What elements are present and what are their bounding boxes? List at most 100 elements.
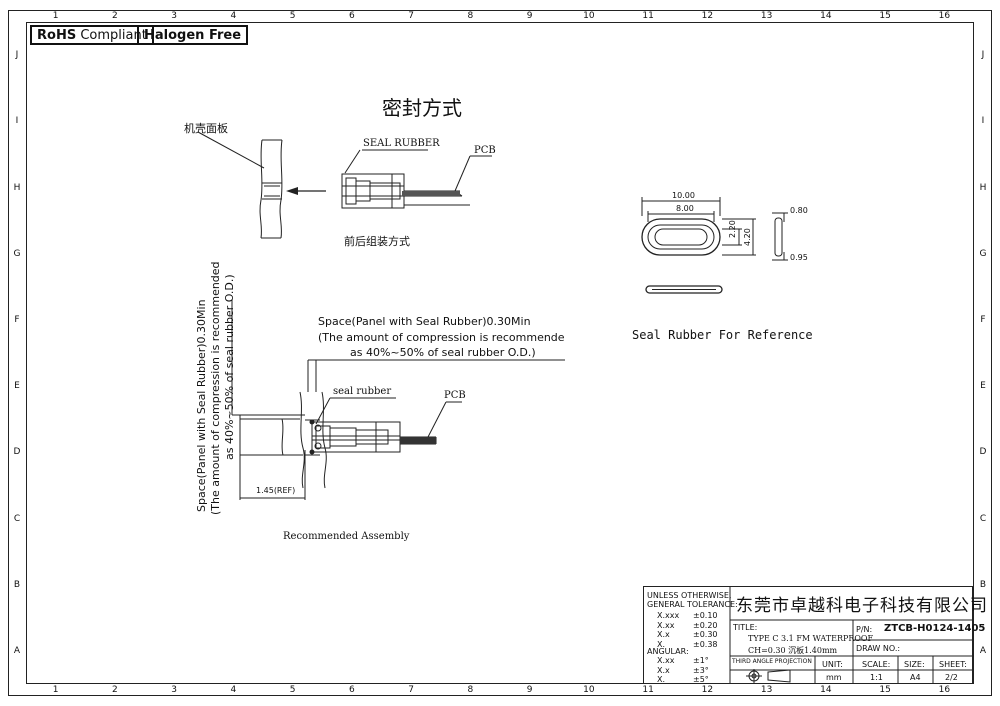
- angular-value: ±1°: [693, 656, 709, 665]
- column-number: 2: [112, 685, 118, 695]
- panel-label: 机壳面板: [184, 122, 228, 135]
- dim-inner-length: 8.00: [676, 204, 694, 213]
- drawing-frame-outer: [8, 10, 992, 696]
- column-number: 15: [879, 11, 891, 21]
- row-letter: C: [13, 513, 21, 524]
- seal-rubber-leader: [344, 149, 361, 174]
- draw-no-label: DRAW NO.:: [856, 644, 901, 653]
- column-number: 1: [52, 11, 59, 21]
- title-label: TITLE:: [733, 623, 758, 632]
- column-number: 14: [820, 685, 832, 695]
- column-number: 12: [701, 11, 714, 21]
- ref-dimension: 1.45(REF): [256, 486, 296, 495]
- row-letter: D: [13, 447, 21, 458]
- column-number: 2: [112, 11, 118, 21]
- row-letter: A: [979, 645, 987, 656]
- angular-key: X.xx: [657, 656, 675, 665]
- dim-thickness-a: 0.80: [790, 206, 808, 215]
- column-number: 15: [879, 685, 891, 695]
- tolerance-key: X.: [657, 639, 666, 649]
- rohs-badge-rest: Compliant: [80, 28, 147, 43]
- vertical-space-note-line1: Space(Panel with Seal Rubber)0.30Min: [195, 299, 208, 512]
- column-number: 8: [467, 685, 474, 695]
- vertical-space-note-line2: (The amount of compression is recommende…: [209, 261, 222, 515]
- size-label: SIZE:: [904, 660, 925, 669]
- sealing-method-title: 密封方式: [382, 96, 462, 120]
- halogen-free-badge: Halogen Free: [137, 25, 249, 45]
- company-name: 东莞市卓越科电子科技有限公司: [736, 596, 988, 616]
- row-letter: E: [14, 381, 20, 392]
- column-number: 7: [408, 685, 414, 695]
- column-number: 6: [349, 685, 355, 695]
- row-letter: I: [981, 116, 985, 127]
- unit-label: UNIT:: [822, 660, 843, 669]
- column-number: 3: [171, 685, 177, 695]
- angular-value: ±5°: [693, 675, 709, 684]
- column-number: 3: [171, 11, 177, 21]
- column-number: 16: [938, 11, 951, 21]
- row-letter: B: [979, 579, 987, 590]
- space-note-line3: as 40%~50% of seal rubber O.D.): [350, 346, 536, 359]
- title-block: [643, 586, 973, 684]
- row-letter: G: [13, 248, 21, 259]
- column-number: 4: [230, 685, 237, 695]
- projection-label: THIRD ANGLE PROJECTION: [732, 658, 812, 665]
- seal-rubber-leader-assembly: [315, 397, 331, 425]
- angular-key: X.x: [657, 665, 670, 675]
- arrow-head: [286, 187, 298, 195]
- tolerance-key: X.xx: [657, 620, 675, 630]
- scale-label: SCALE:: [862, 660, 891, 669]
- dim-inner-height: 2.20: [728, 220, 737, 238]
- row-letter: J: [981, 50, 985, 61]
- dim-thickness-b: 0.95: [790, 253, 808, 262]
- recommended-assembly-caption: Recommended Assembly: [283, 531, 410, 542]
- title-block-grid: [729, 586, 973, 684]
- sheet-value: 2/2: [945, 673, 958, 682]
- seal-rubber-label: SEAL RUBBER: [363, 138, 440, 149]
- row-letter: H: [13, 182, 21, 193]
- title-line1: TYPE C 3.1 FM WATERPROOF: [748, 634, 874, 643]
- column-number: 7: [408, 11, 414, 21]
- column-number: 5: [289, 11, 296, 21]
- seal-reference-caption: Seal Rubber For Reference: [632, 328, 813, 342]
- column-number: 16: [938, 685, 951, 695]
- row-letter: C: [979, 513, 987, 524]
- vertical-space-note-line3: as 40%~50% of seal rubber O.D.): [223, 274, 236, 460]
- row-letter: A: [13, 645, 21, 656]
- pcb-label-top: PCB: [474, 145, 496, 156]
- column-number: 9: [526, 11, 533, 21]
- rohs-badge-bold: RoHS: [37, 28, 77, 43]
- tolerance-value: ±0.38: [693, 639, 718, 649]
- angular-value: ±3°: [693, 665, 709, 675]
- tolerance-value: ±0.10: [693, 611, 718, 620]
- row-letter: H: [979, 182, 987, 193]
- column-number: 10: [583, 11, 595, 21]
- sheet-label: SHEET:: [939, 660, 967, 669]
- column-number: 14: [820, 11, 832, 21]
- pn-label: P/N:: [856, 625, 873, 634]
- column-number: 5: [289, 685, 296, 695]
- column-number: 13: [760, 11, 773, 21]
- angular-header: ANGULAR:: [647, 647, 689, 656]
- tolerance-header2: GENERAL TOLERANCE:: [647, 600, 738, 609]
- column-number: 6: [349, 11, 355, 21]
- column-number: 8: [467, 11, 474, 21]
- column-number: 11: [642, 685, 654, 695]
- row-letter: F: [980, 314, 986, 325]
- column-number: 12: [701, 685, 714, 695]
- space-note-line2: (The amount of compression is recommende: [318, 331, 565, 344]
- unit-value: mm: [826, 673, 842, 682]
- column-number: 10: [583, 685, 595, 695]
- scale-value: 1:1: [870, 673, 883, 682]
- drawing-frame-inner: [26, 22, 974, 684]
- seal-rubber-label-assembly: seal rubber: [333, 386, 392, 397]
- pcb-leader: [454, 155, 471, 192]
- seal-rubber-front-view: [641, 197, 756, 256]
- seal-rubber-side-view: [772, 212, 788, 261]
- pcb-label-assembly: PCB: [444, 390, 466, 401]
- title-line2: CH=0.30 沉板1.40mm: [748, 646, 838, 655]
- row-letter: G: [979, 248, 987, 259]
- tolerance-key: X.x: [657, 630, 670, 639]
- column-number: 1: [52, 685, 59, 695]
